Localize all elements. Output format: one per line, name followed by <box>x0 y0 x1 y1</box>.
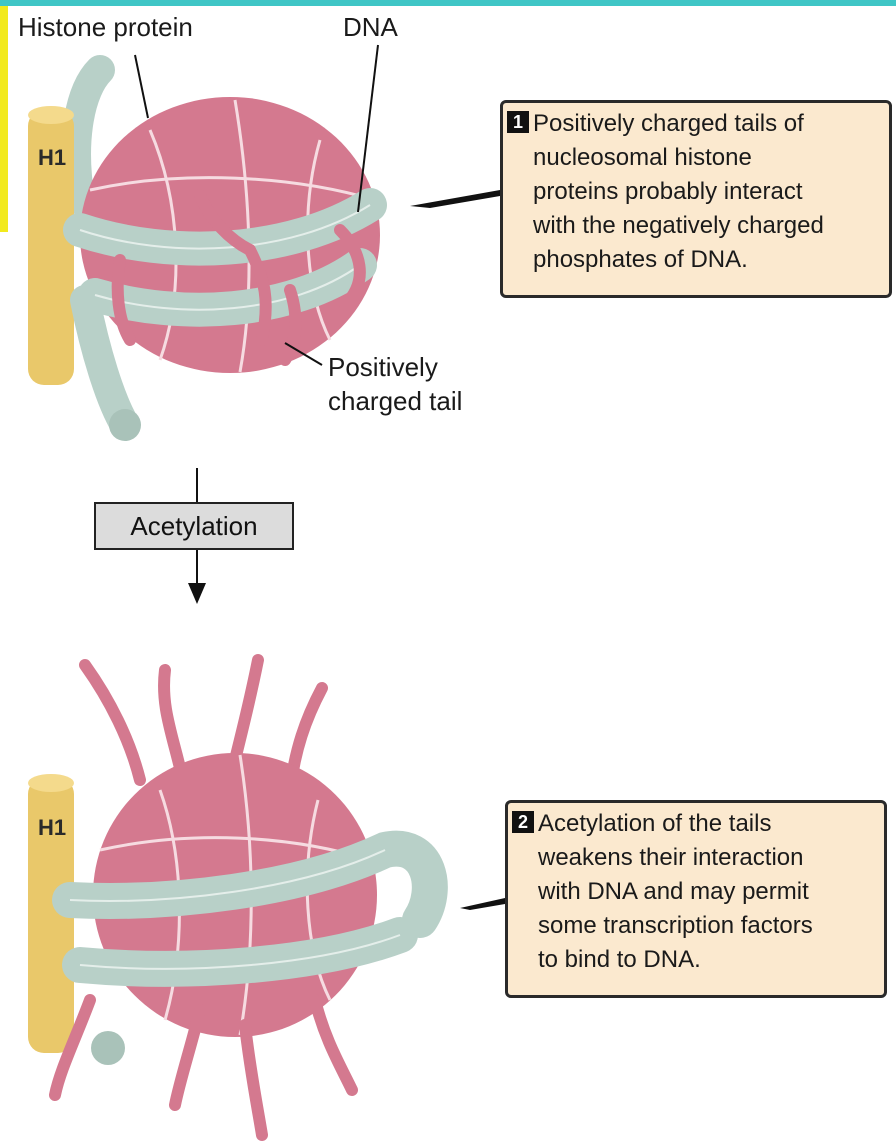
callout-1-line: with the negatively charged <box>533 209 883 243</box>
callout-1-line: proteins probably interact <box>533 175 883 209</box>
callout-1-pointer <box>410 190 500 208</box>
callout-2: 2 Acetylation of the tails weakens their… <box>505 800 887 998</box>
callout-2-line: some transcription factors <box>538 909 878 943</box>
callout-2-line: weakens their interaction <box>538 841 878 875</box>
nucleosome-after <box>28 660 505 1135</box>
callout-2-line: with DNA and may permit <box>538 875 878 909</box>
callout-1: 1 Positively charged tails of nucleosoma… <box>500 100 892 298</box>
callout-1-number: 1 <box>507 111 529 133</box>
callout-1-line: phosphates of DNA. <box>533 243 883 277</box>
callout-2-number: 2 <box>512 811 534 833</box>
callout-1-line: nucleosomal histone <box>533 141 883 175</box>
h1-bottom-label: H1 <box>38 815 66 841</box>
tail-label-line-2: charged tail <box>328 386 462 416</box>
dna-label: DNA <box>343 12 398 42</box>
histone-pointer <box>135 55 148 118</box>
histone-tail <box>245 1025 262 1135</box>
histone-protein-label: Histone protein <box>18 12 193 42</box>
tail-label-line-1: Positively <box>328 352 438 382</box>
callout-1-line: Positively charged tails of <box>533 107 883 141</box>
callout-2-line: Acetylation of the tails <box>538 807 878 841</box>
callout-2-pointer <box>460 898 505 910</box>
histone-tail <box>85 665 140 780</box>
h1-top-label: H1 <box>38 145 66 171</box>
acetylation-step-box: Acetylation <box>94 502 294 550</box>
callout-2-line: to bind to DNA. <box>538 943 878 977</box>
histone-tail <box>315 1000 352 1090</box>
